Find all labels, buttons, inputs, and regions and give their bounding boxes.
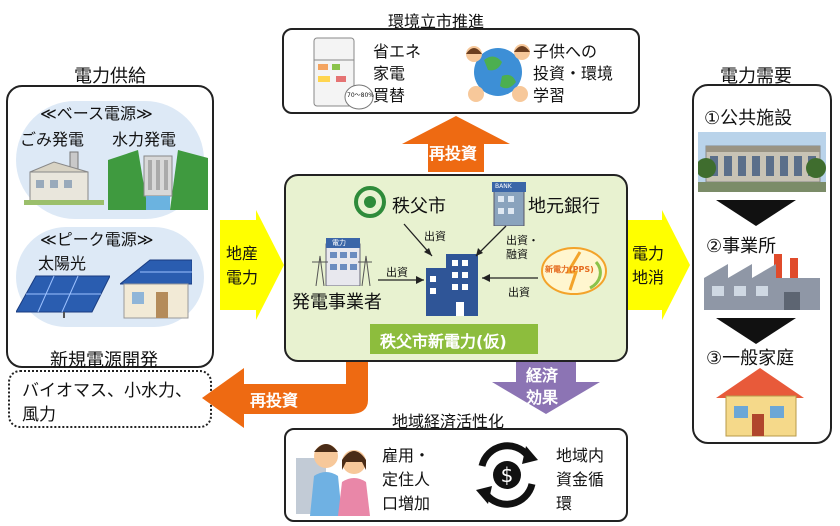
investment-label-power: 出資 bbox=[386, 266, 408, 279]
power-company-label: 発電事業者 bbox=[292, 292, 382, 313]
money-line2: 資金循 bbox=[556, 470, 605, 489]
kids-line3: 学習 bbox=[533, 86, 566, 105]
local-power-line1: 地産 bbox=[226, 244, 259, 263]
peak-power-label: ≪ピーク電源≫ bbox=[40, 230, 154, 249]
local-power-line2: 電力 bbox=[226, 268, 259, 287]
investment-label-bank2: 融資 bbox=[506, 248, 528, 261]
demand-item3: ③一般家庭 bbox=[706, 348, 795, 369]
econ-line1: 経済 bbox=[526, 366, 559, 385]
new-dev-box bbox=[8, 370, 212, 428]
local-power-arrow bbox=[220, 210, 284, 320]
new-power-name: 秩父市新電力(仮) bbox=[380, 332, 507, 351]
chichibu-city-label: 秩父市 bbox=[392, 196, 446, 217]
house-icon bbox=[716, 368, 804, 437]
kids-earth-icon bbox=[466, 44, 530, 102]
money-cycle-icon: $ bbox=[476, 442, 538, 508]
reinvest-left-arrow bbox=[202, 354, 368, 428]
solar-house-icon bbox=[120, 259, 192, 319]
new-dev-line2: 風力 bbox=[22, 405, 56, 425]
eco-line3: 買替 bbox=[373, 86, 406, 105]
local-consume-line2: 地消 bbox=[632, 268, 665, 287]
waste-power-label: ごみ発電 bbox=[20, 130, 85, 149]
investment-label-pps: 出資 bbox=[508, 286, 530, 299]
local-consume-arrow bbox=[626, 210, 690, 320]
demand-down-arrow-2 bbox=[716, 318, 796, 344]
env-heading: 環境立市推進 bbox=[388, 12, 485, 31]
econ-line2: 効果 bbox=[526, 388, 559, 407]
new-dev-heading: 新規電源開発 bbox=[50, 350, 158, 371]
eco-line2: 家電 bbox=[373, 64, 406, 83]
kids-line2: 投資・環境 bbox=[533, 64, 614, 83]
demand-item1: ①公共施設 bbox=[704, 108, 793, 129]
pps-label: 新電力(PPS) bbox=[545, 265, 594, 274]
solar-panel-icon bbox=[16, 275, 110, 318]
refrigerator-icon bbox=[313, 37, 355, 107]
eco-badge-text: 70～80% bbox=[347, 92, 374, 99]
hydro-power-label: 水力発電 bbox=[112, 130, 177, 149]
bank-building-icon bbox=[492, 182, 526, 226]
base-power-label: ≪ベース電源≫ bbox=[40, 104, 153, 123]
power-plant-icon bbox=[312, 238, 372, 286]
local-consume-line1: 電力 bbox=[632, 244, 665, 263]
waste-plant-icon bbox=[24, 151, 104, 205]
investment-label-bank1: 出資・ bbox=[506, 234, 539, 247]
kids-line1: 子供への bbox=[533, 42, 598, 61]
solar-label: 太陽光 bbox=[38, 254, 87, 273]
demand-heading: 電力需要 bbox=[720, 66, 792, 87]
power-sign-text: 電力 bbox=[332, 239, 346, 247]
demand-down-arrow-1 bbox=[716, 200, 796, 226]
regional-heading: 地域経済活性化 bbox=[392, 412, 505, 431]
regional-panel bbox=[284, 428, 628, 522]
reinvest-top-label: 再投資 bbox=[429, 144, 478, 163]
investment-lines bbox=[378, 223, 538, 284]
local-bank-label: 地元銀行 bbox=[528, 196, 600, 217]
factory-icon bbox=[704, 254, 820, 310]
family-icon bbox=[296, 444, 370, 516]
pps-badge-icon bbox=[541, 247, 607, 295]
investment-label-city: 出資 bbox=[424, 230, 446, 243]
money-line1: 地域内 bbox=[556, 446, 605, 465]
chichibu-city-logo-icon bbox=[354, 186, 386, 218]
supply-heading: 電力供給 bbox=[74, 66, 146, 87]
reinvest-left-label: 再投資 bbox=[250, 391, 299, 410]
public-facility-icon bbox=[698, 132, 826, 192]
eco-line1: 省エネ bbox=[373, 42, 422, 61]
bank-sign-text: BANK bbox=[495, 183, 512, 190]
hydro-dam-icon bbox=[108, 150, 208, 210]
eco-badge-icon bbox=[344, 84, 374, 110]
money-line3: 環 bbox=[556, 494, 573, 513]
new-power-name-badge bbox=[370, 324, 538, 354]
supply-panel bbox=[6, 85, 214, 368]
svg-text:$: $ bbox=[501, 463, 514, 487]
jobs-line3: 口増加 bbox=[382, 494, 431, 513]
new-power-company-icon bbox=[426, 254, 478, 316]
new-dev-line1: バイオマス、小水力、 bbox=[22, 381, 192, 401]
reinvest-up-arrow bbox=[402, 116, 510, 172]
demand-item2: ②事業所 bbox=[706, 236, 777, 257]
jobs-line1: 雇用・ bbox=[382, 446, 431, 465]
jobs-line2: 定住人 bbox=[382, 470, 431, 489]
economic-effect-arrow bbox=[492, 358, 600, 414]
